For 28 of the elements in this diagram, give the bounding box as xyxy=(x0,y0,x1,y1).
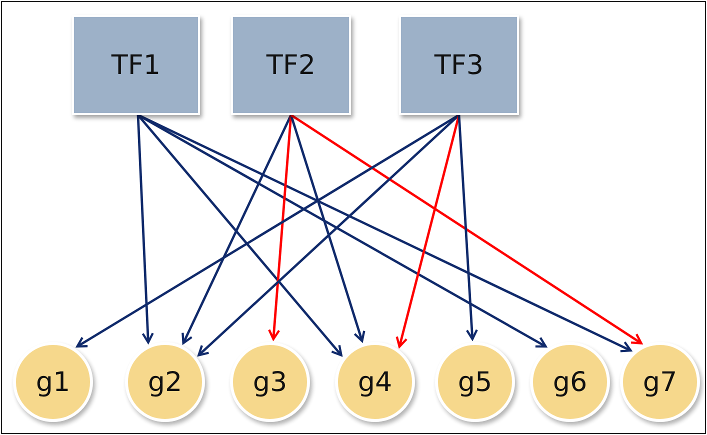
arrow xyxy=(182,114,292,344)
factor-box xyxy=(72,15,200,115)
gene-circle xyxy=(335,342,415,422)
arrow xyxy=(458,114,478,340)
arrow xyxy=(76,114,460,348)
node-label: TF1 xyxy=(111,50,161,80)
arrow xyxy=(396,114,460,348)
node-label: g6 xyxy=(552,366,588,398)
node-label: TF2 xyxy=(266,50,316,80)
arrow xyxy=(136,114,154,344)
node-label: g7 xyxy=(642,366,678,398)
node-label: g2 xyxy=(148,366,182,398)
arrow xyxy=(290,114,642,344)
gene-circle xyxy=(125,342,205,422)
arrow xyxy=(137,114,342,356)
gene-circle xyxy=(530,342,610,422)
factor-box xyxy=(231,15,351,115)
node-label: g4 xyxy=(358,366,392,398)
node-label: g5 xyxy=(458,366,492,398)
factor-box xyxy=(399,15,519,115)
arrow xyxy=(290,114,366,342)
gene-circle xyxy=(620,342,700,422)
node-label: g1 xyxy=(36,366,70,398)
arrow xyxy=(198,114,460,356)
node-label: TF3 xyxy=(434,50,484,80)
arrow xyxy=(268,114,292,340)
node-label: g3 xyxy=(252,366,288,398)
gene-circle xyxy=(13,342,93,422)
